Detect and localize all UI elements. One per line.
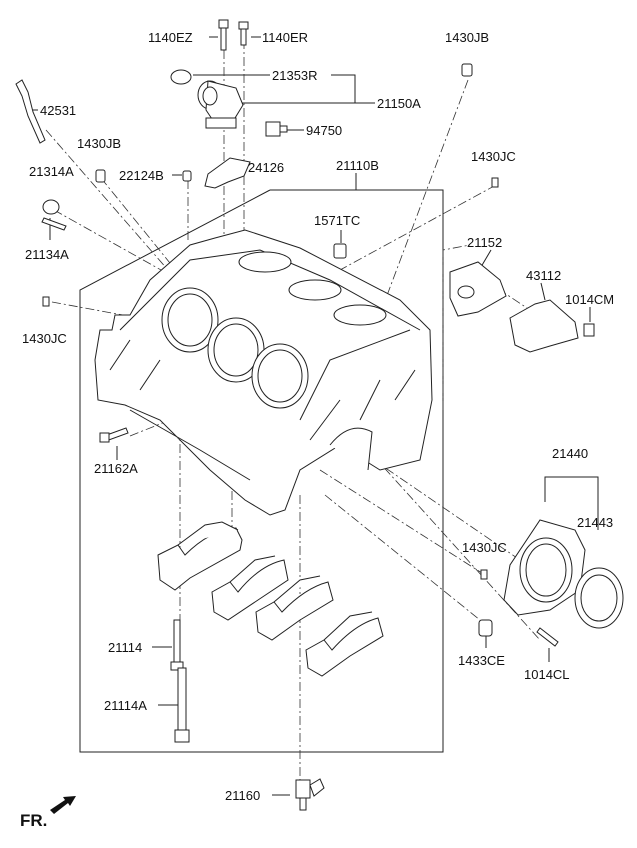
part-label: 21152	[467, 235, 503, 250]
part-label: 21353R	[272, 68, 318, 83]
rear-seal-housing-21440	[503, 519, 586, 616]
part-label: 21160	[225, 788, 261, 803]
part-label: 1430JB	[445, 30, 490, 45]
bolt-1140er	[238, 21, 249, 46]
stud-21134a	[41, 217, 67, 231]
part-label: 24126	[248, 160, 285, 175]
part-label: 21314A	[29, 164, 74, 179]
alignment-line	[339, 184, 497, 271]
gasket-21152	[449, 261, 507, 317]
oil-seal-21443	[574, 567, 624, 629]
dipstick-guide-42531	[15, 79, 46, 144]
plug-1571tc	[333, 243, 347, 259]
plug-21314a	[42, 199, 60, 215]
part-label: 1014CM	[565, 292, 615, 307]
bolt-21114a	[174, 667, 190, 743]
dowel-1430jb	[461, 63, 473, 77]
bearing-cap	[211, 555, 289, 621]
part-label: 1430JC	[462, 540, 507, 555]
pin-22124b	[182, 170, 192, 182]
alignment-line	[45, 129, 169, 271]
bolt-21114	[170, 619, 184, 671]
leader-line	[544, 476, 599, 530]
part-label: 1140ER	[262, 30, 309, 45]
part-label: 42531	[40, 103, 77, 118]
assembly-outline	[79, 189, 444, 753]
part-label: 21110B	[336, 158, 379, 173]
part-label: 1571TC	[314, 213, 361, 228]
part-label: 21114A	[104, 698, 147, 713]
oil-jet-21160	[295, 778, 325, 811]
bolt-1014cl	[536, 627, 559, 647]
part-label: 21150A	[377, 96, 421, 111]
part-label: 43112	[526, 268, 562, 283]
part-label: 1430JC	[22, 331, 67, 346]
o-ring-21353r	[170, 69, 192, 85]
bolt-1014cm	[583, 323, 595, 337]
pin-1430jc-left	[42, 296, 50, 307]
water-outlet-21150a	[197, 80, 244, 129]
pin-1430jc	[491, 177, 499, 188]
part-label: 21162A	[94, 461, 138, 476]
bolt-21162a-head	[99, 432, 110, 443]
front-direction-arrow-icon	[50, 796, 76, 814]
pin-1430jc-lower	[480, 569, 488, 580]
part-label: 21114	[108, 640, 143, 655]
alignment-line	[319, 469, 486, 576]
bearing-cap	[157, 521, 243, 591]
leader-line	[331, 74, 375, 104]
part-label: 1014CL	[524, 667, 570, 682]
cylinder-block-21110b	[94, 229, 433, 516]
dowel-1430jb-left	[95, 169, 106, 183]
cover-43112	[509, 299, 579, 353]
part-label: 21443	[577, 515, 614, 530]
dowel-1433ce	[478, 619, 493, 637]
gasket-24126	[204, 157, 251, 189]
gasket-21152-port	[457, 285, 475, 299]
leader-line	[540, 282, 546, 301]
alignment-line	[324, 494, 481, 621]
part-label: 94750	[306, 123, 343, 138]
alignment-line	[373, 79, 469, 331]
part-label: 1430JB	[77, 136, 122, 151]
alignment-line	[53, 209, 171, 276]
part-label: 1140EZ	[148, 30, 193, 45]
bearing-cap	[305, 611, 384, 677]
part-label: 1430JC	[471, 149, 516, 164]
sensor-94750	[265, 121, 288, 137]
part-label: 1433CE	[458, 653, 505, 668]
alignment-line	[442, 244, 471, 410]
part-label: 22124B	[119, 168, 164, 183]
front-direction-label: FR.	[20, 811, 48, 830]
part-label: 21440	[552, 446, 589, 461]
bearing-cap	[255, 575, 334, 641]
bolt-1140ez	[218, 19, 229, 51]
part-label: 21134A	[25, 247, 69, 262]
